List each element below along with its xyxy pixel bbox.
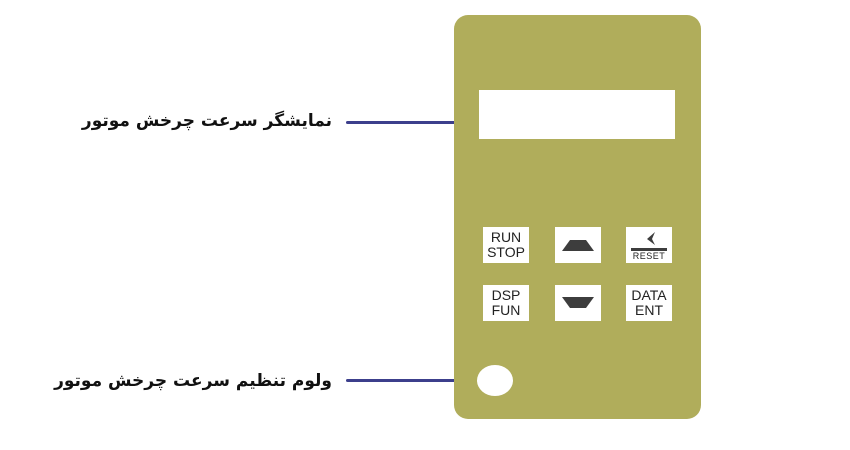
reset-label: RESET (632, 250, 666, 261)
up-button[interactable] (555, 227, 601, 263)
up-arrow-icon (562, 240, 594, 251)
display-leader-line (346, 121, 494, 124)
run-stop-button[interactable]: RUN STOP (483, 227, 529, 263)
dsp-fun-button[interactable]: DSP FUN (483, 285, 529, 321)
data-ent-button[interactable]: DATA ENT (626, 285, 672, 321)
knob-leader-line (346, 379, 479, 382)
reset-button[interactable]: RESET (626, 227, 672, 263)
run-stop-line2: STOP (487, 244, 525, 260)
knob-annotation-label: ولوم تنظیم سرعت چرخش موتور (54, 371, 332, 391)
data-ent-line2: ENT (635, 302, 663, 318)
down-button[interactable] (555, 285, 601, 321)
display-annotation-label: نمایشگر سرعت چرخش موتور (81, 111, 332, 131)
down-arrow-icon (562, 297, 594, 308)
speed-display (479, 90, 675, 139)
data-ent-line1: DATA (631, 287, 667, 303)
keypad-panel (454, 15, 701, 419)
dsp-fun-line1: DSP (491, 287, 521, 303)
dsp-fun-line2: FUN (491, 302, 521, 318)
left-chevron-icon (631, 231, 667, 251)
run-stop-line1: RUN (490, 229, 522, 245)
speed-adjust-knob[interactable] (477, 365, 513, 396)
